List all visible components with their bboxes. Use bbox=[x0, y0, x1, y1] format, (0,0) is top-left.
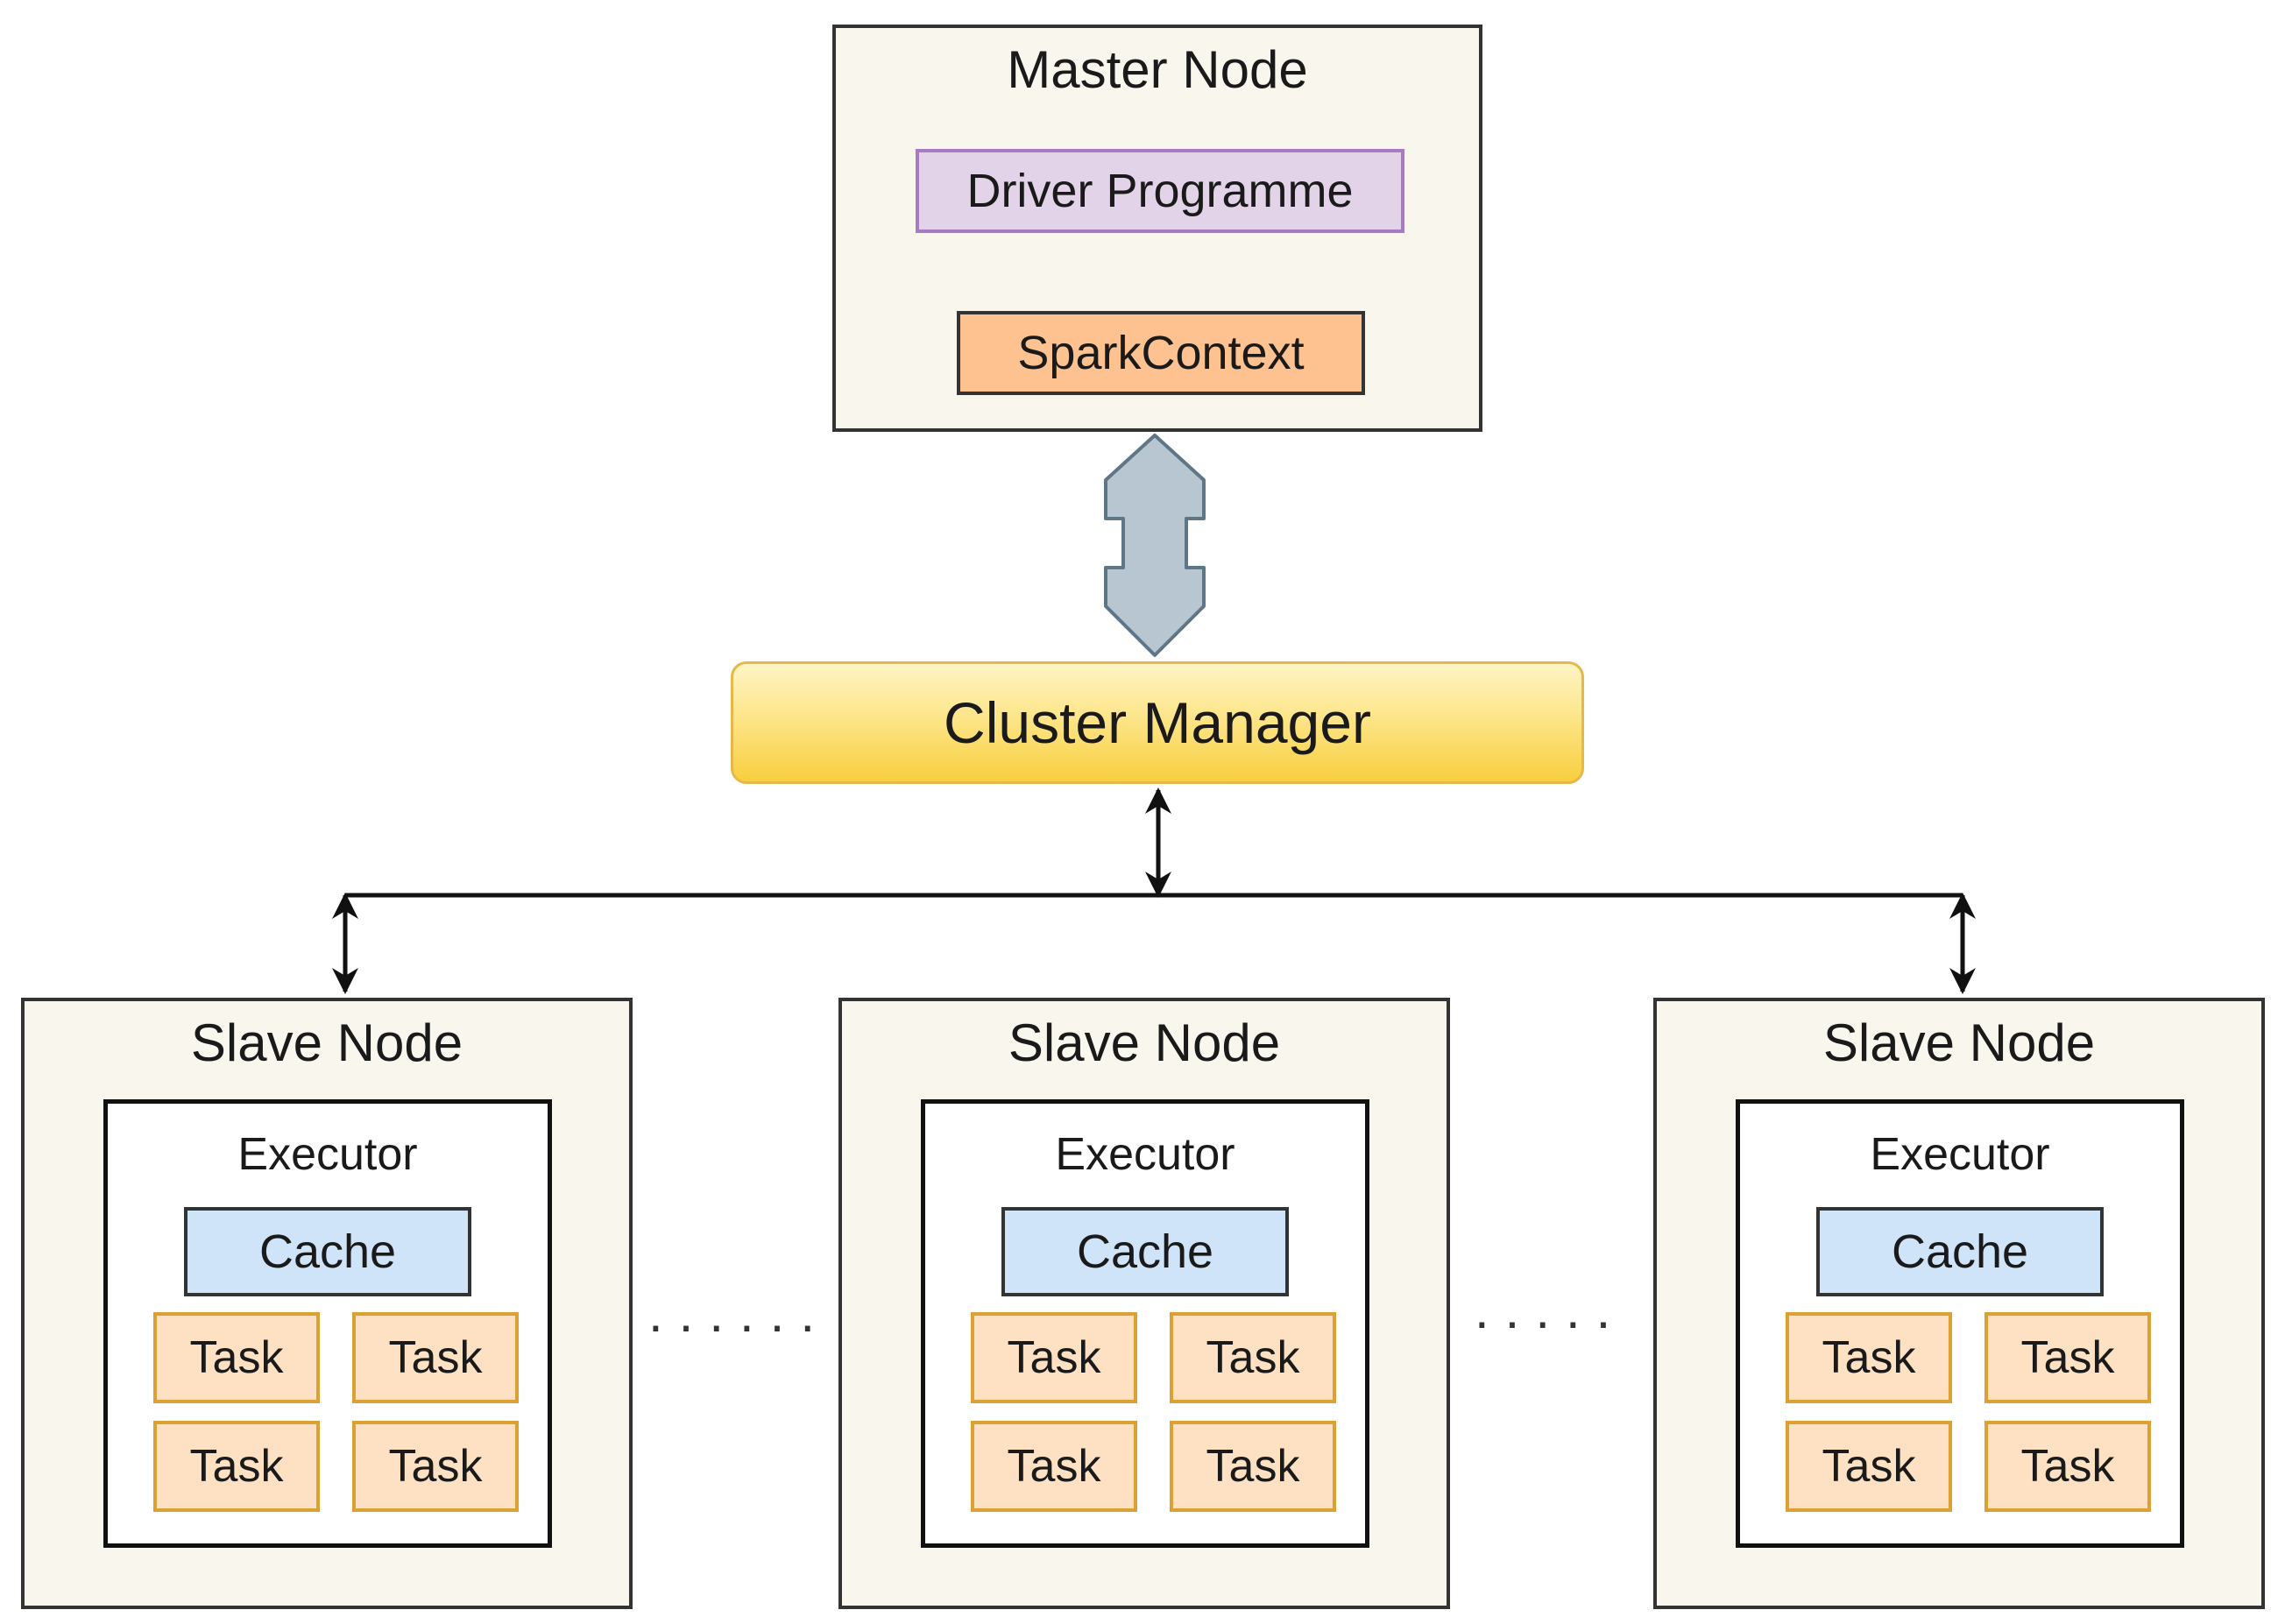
cache: Cache bbox=[1816, 1207, 2104, 1296]
executor-title: Executor bbox=[1870, 1129, 2050, 1180]
task: Task bbox=[1984, 1421, 2151, 1512]
task: Task bbox=[1984, 1312, 2151, 1403]
cache: Cache bbox=[184, 1207, 471, 1296]
slave-node-title: Slave Node bbox=[1008, 1013, 1281, 1072]
task: Task bbox=[352, 1421, 519, 1512]
master-node: Master Node Driver Programme SparkContex… bbox=[832, 25, 1482, 432]
slave-node-title: Slave Node bbox=[1822, 1013, 2096, 1072]
ellipsis: ...... bbox=[648, 1284, 831, 1343]
task: Task bbox=[153, 1312, 320, 1403]
task: Task bbox=[153, 1421, 320, 1512]
spark-context: SparkContext bbox=[957, 311, 1365, 395]
task: Task bbox=[971, 1312, 1137, 1403]
task: Task bbox=[1786, 1421, 1952, 1512]
slave-node: Slave Node Executor Cache Task Task Task… bbox=[1653, 998, 2265, 1609]
cluster-manager: Cluster Manager bbox=[731, 661, 1584, 784]
cache: Cache bbox=[1001, 1207, 1289, 1296]
task: Task bbox=[1170, 1312, 1336, 1403]
executor: Executor Cache Task Task Task Task bbox=[103, 1099, 552, 1548]
task: Task bbox=[352, 1312, 519, 1403]
executor: Executor Cache Task Task Task Task bbox=[921, 1099, 1369, 1548]
executor-title: Executor bbox=[237, 1129, 418, 1180]
executor: Executor Cache Task Task Task Task bbox=[1736, 1099, 2184, 1548]
driver-programme: Driver Programme bbox=[916, 149, 1404, 233]
slave-node: Slave Node Executor Cache Task Task Task… bbox=[838, 998, 1450, 1609]
task: Task bbox=[971, 1421, 1137, 1512]
task: Task bbox=[1170, 1421, 1336, 1512]
ellipsis: ..... bbox=[1475, 1281, 1627, 1339]
task: Task bbox=[1786, 1312, 1952, 1403]
master-cluster-double-arrow bbox=[1104, 434, 1206, 657]
executor-title: Executor bbox=[1055, 1129, 1235, 1180]
master-node-title: Master Node bbox=[1007, 40, 1308, 99]
slave-node: Slave Node Executor Cache Task Task Task… bbox=[21, 998, 633, 1609]
slave-node-title: Slave Node bbox=[190, 1013, 463, 1072]
